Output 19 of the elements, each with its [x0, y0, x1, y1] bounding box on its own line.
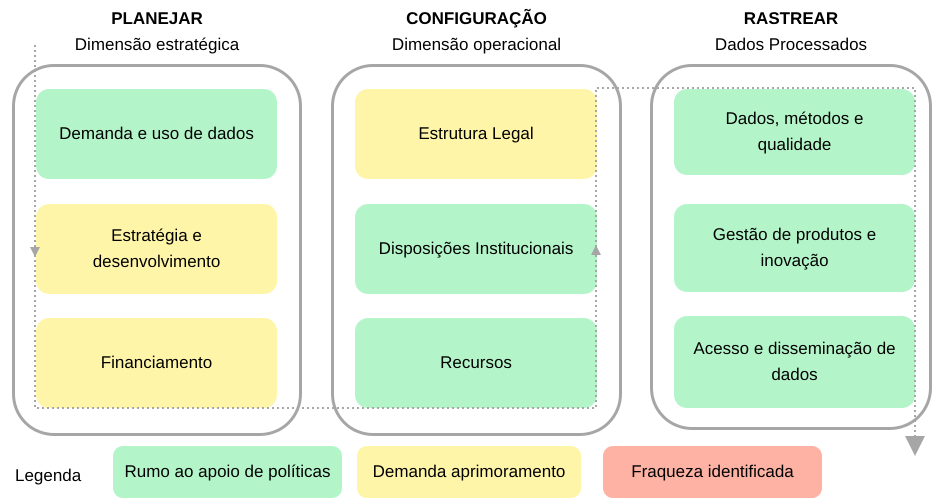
category-card: Demanda e uso de dados — [36, 89, 277, 179]
category-card: Disposições Institucionais — [355, 204, 597, 294]
column-heading: CONFIGURAÇÃO — [405, 9, 548, 29]
column-heading: RASTREAR — [742, 9, 840, 29]
category-card: Dados, métodos e qualidade — [674, 89, 915, 175]
category-card: Estratégia e desenvolvimento — [36, 204, 277, 294]
category-card: Estrutura Legal — [355, 89, 597, 179]
column-subheading: Dados Processados — [714, 35, 868, 55]
column-heading: PLANEJAR — [110, 9, 204, 29]
legend-swatch: Rumo ao apoio de políticas — [113, 446, 342, 498]
legend-swatch: Demanda aprimoramento — [357, 446, 581, 498]
column-subheading: Dimensão operacional — [390, 35, 562, 55]
legend-title: Legenda — [15, 466, 82, 486]
category-card: Financiamento — [36, 318, 277, 408]
category-card: Acesso e disseminação de dados — [674, 316, 915, 408]
column-subheading: Dimensão estratégica — [74, 35, 240, 55]
category-card: Recursos — [355, 318, 597, 408]
legend-swatch: Fraqueza identificada — [603, 446, 822, 498]
category-card: Gestão de produtos e inovação — [674, 204, 915, 292]
